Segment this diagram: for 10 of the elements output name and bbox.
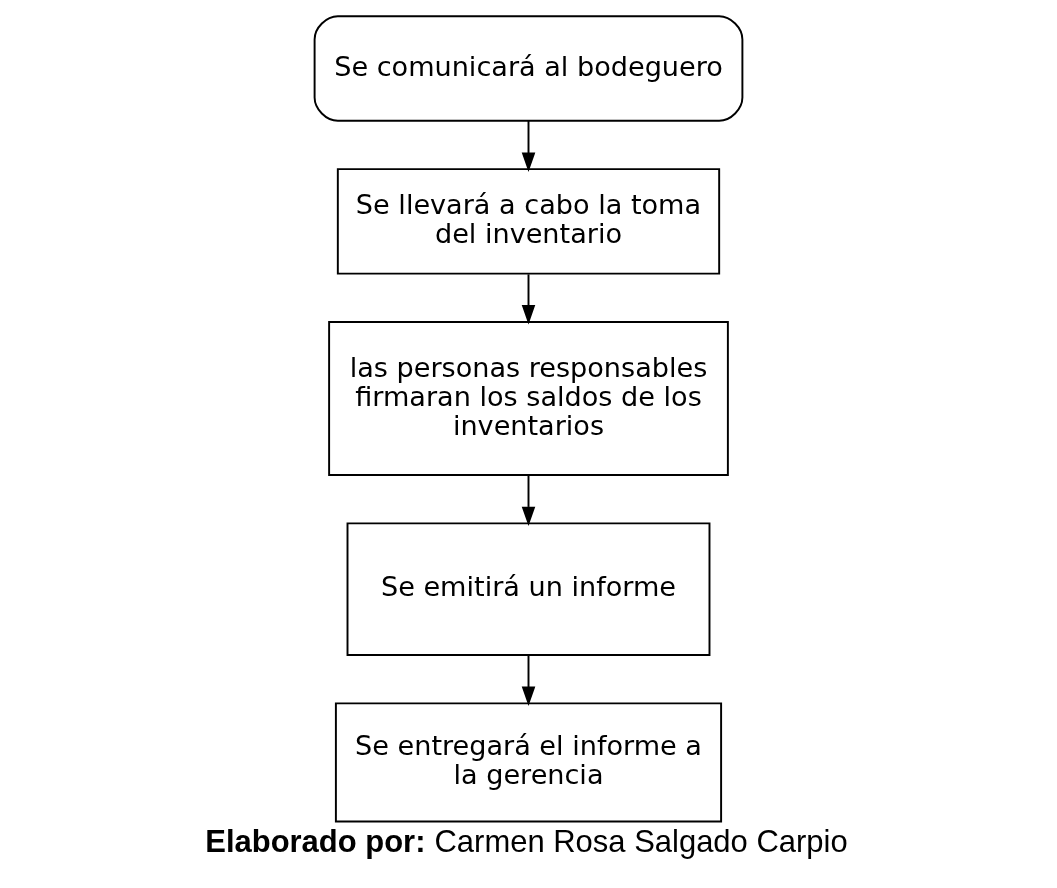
node-box: Se llevará a cabo la toma del inventario [336, 168, 721, 275]
node-box: las personas responsables firmaran los saldos de los inventarios [328, 321, 729, 476]
arrow [521, 474, 536, 527]
caption: Elaborado por: Carmen Rosa Salgado Carpio [205, 824, 848, 860]
node-box: Se entregará el informe a la gerencia [334, 702, 723, 823]
arrow [521, 273, 536, 325]
arrow [521, 654, 536, 706]
node-box: Se comunicará al bodeguero [313, 15, 744, 122]
node-box: Se emitirá un informe [346, 522, 711, 656]
arrow [521, 119, 536, 172]
